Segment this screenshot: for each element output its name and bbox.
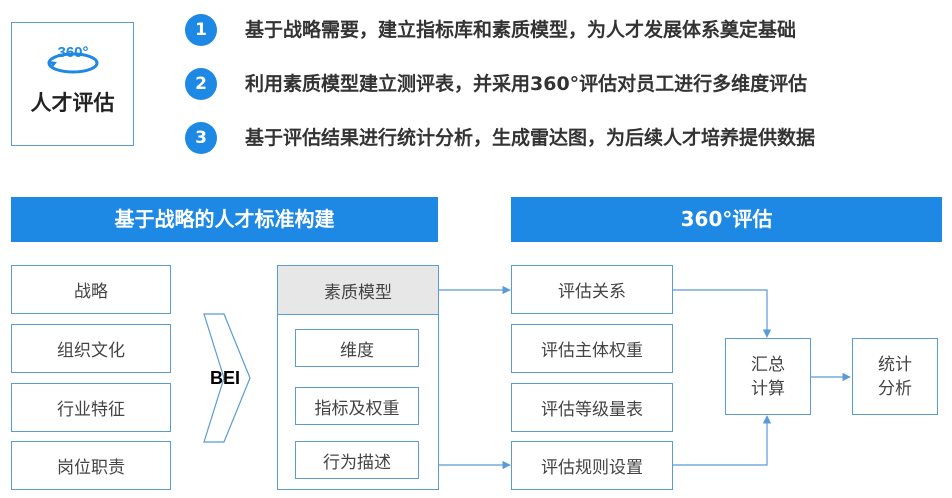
card-title: 人才评估 xyxy=(30,91,115,115)
point-number-2: 2 xyxy=(185,68,217,100)
point-text-1: 基于战略需要，建立指标库和素质模型，为人才发展体系奠定基础 xyxy=(245,19,797,41)
analysis-line-2: 分析 xyxy=(878,378,912,399)
input-box-industry: 行业特征 xyxy=(11,383,171,432)
right-section-header: 360°评估 xyxy=(511,197,942,242)
assessment-item-relation: 评估关系 xyxy=(511,265,673,314)
left-section-header: 基于战略的人才标准构建 xyxy=(11,197,438,242)
assessment-item-subject-weight: 评估主体权重 xyxy=(511,324,673,373)
summary-line-1: 汇总 xyxy=(751,354,785,375)
model-item-indicator-weight: 指标及权重 xyxy=(295,387,419,425)
assessment-item-rules: 评估规则设置 xyxy=(511,441,673,490)
talent-assessment-card: 360° 人才评估 xyxy=(11,22,134,146)
analysis-line-1: 统计 xyxy=(878,354,912,375)
model-item-dimension: 维度 xyxy=(295,329,419,367)
summary-line-2: 计算 xyxy=(751,378,785,399)
summary-calc-box: 汇总 计算 xyxy=(725,338,811,415)
competency-model-title: 素质模型 xyxy=(278,266,438,315)
point-number-3: 3 xyxy=(185,122,217,154)
input-box-duties: 岗位职责 xyxy=(11,441,171,490)
360-degree-icon: 360° xyxy=(47,44,99,74)
point-text-3: 基于评估结果进行统计分析，生成雷达图，为后续人才培养提供数据 xyxy=(245,127,816,149)
assessment-item-grade-scale: 评估等级量表 xyxy=(511,383,673,432)
arrow-rules-to-summary xyxy=(673,415,772,466)
360-icon-text: 360° xyxy=(57,44,88,61)
bei-label: BEI xyxy=(210,368,240,388)
arrow-relation-to-summary xyxy=(673,289,772,338)
point-text-2: 利用素质模型建立测评表，并采用360°评估对员工进行多维度评估 xyxy=(245,73,808,95)
input-box-strategy: 战略 xyxy=(11,265,171,314)
analysis-box: 统计 分析 xyxy=(852,338,938,415)
point-number-1: 1 xyxy=(185,14,217,46)
model-item-behavior: 行为描述 xyxy=(295,441,419,479)
bei-chevron xyxy=(203,313,251,443)
input-box-culture: 组织文化 xyxy=(11,324,171,373)
